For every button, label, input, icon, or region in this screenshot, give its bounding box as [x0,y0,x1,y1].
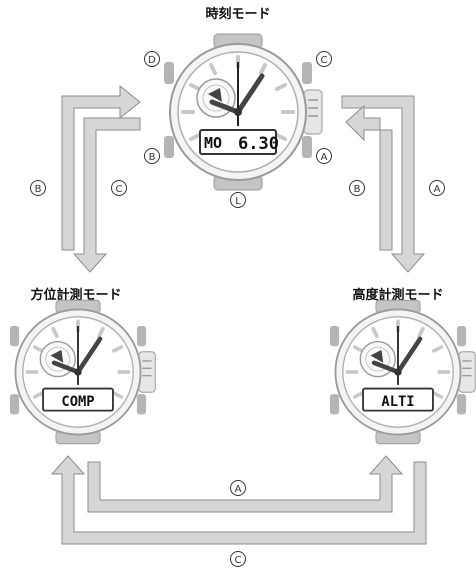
mode-title-compass: 方位計測モード [30,287,121,303]
mode-timekeeping: 時刻モード MO 6.30 D C B A L [144,6,332,208]
lcd-compass: COMP [61,394,94,410]
svg-text:B: B [35,184,42,195]
svg-text:L: L [235,196,241,207]
svg-text:A: A [235,484,242,495]
svg-text:B: B [149,152,156,163]
transition-label-compass-to-time: B [30,180,46,196]
watch-altimeter: ALTI [330,300,475,444]
svg-text:C: C [321,55,328,66]
button-label-bottom: L [230,192,246,208]
arrow-compass-to-time [61,84,141,251]
mode-title-altimeter: 高度計測モード [352,287,443,303]
lcd-date: 6.30 [238,134,279,154]
button-label-top-left: D [144,51,160,67]
svg-text:C: C [116,184,123,195]
lcd-day: MO [204,134,222,152]
mode-title-timekeeping: 時刻モード [205,6,270,22]
svg-text:B: B [354,184,361,195]
arrow-time-to-altimeter [341,95,426,273]
transition-labels: B C B A A C [30,180,445,567]
transition-label-time-to-compass: C [111,180,127,196]
button-label-top-right: C [316,51,332,67]
arrow-time-to-compass [72,117,141,273]
watch-timekeeping: MO 6.30 [164,34,322,190]
mode-altimeter: 高度計測モード ALTI [330,287,475,444]
button-label-bottom-right: A [316,148,332,164]
arrow-altimeter-to-time [345,104,393,251]
arrows [50,84,427,545]
watch-compass: COMP [10,300,155,444]
transition-label-altimeter-to-time: B [349,180,365,196]
svg-text:C: C [235,555,242,566]
arrow-compass-to-altimeter [87,455,404,513]
svg-text:D: D [148,55,156,66]
transition-label-altimeter-to-compass: C [230,551,246,567]
svg-text:A: A [321,152,328,163]
lcd-altimeter: ALTI [381,394,414,410]
button-label-bottom-left: B [144,148,160,164]
transition-label-compass-to-altimeter: A [230,480,246,496]
mode-compass: 方位計測モード COMP [10,287,155,444]
arrow-altimeter-to-compass [50,455,427,545]
transition-label-time-to-altimeter: A [429,180,445,196]
svg-text:A: A [434,184,441,195]
